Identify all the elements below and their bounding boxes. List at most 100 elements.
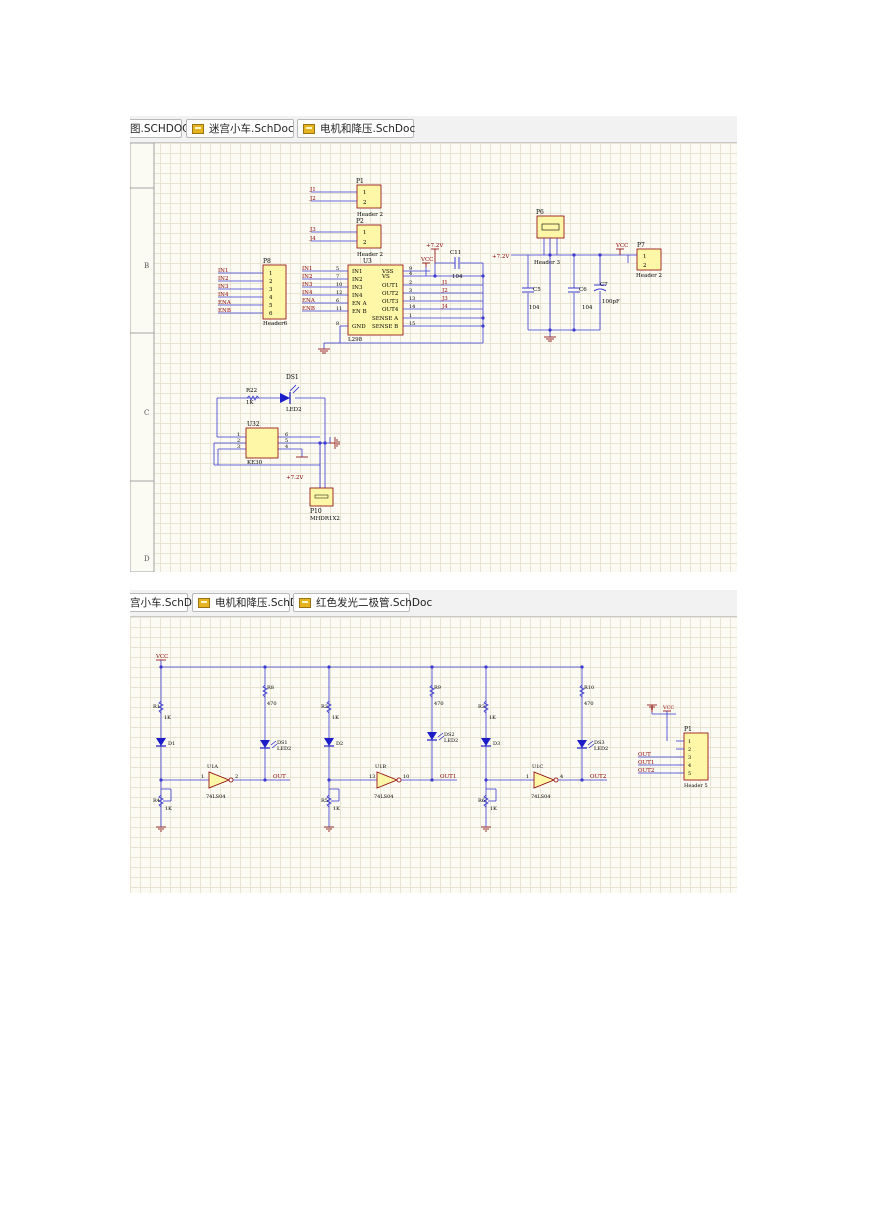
power-port-vcc: VCC <box>615 243 628 255</box>
capacitor-c6[interactable]: C6 104 <box>568 287 593 311</box>
part-ref: R9 <box>434 685 441 691</box>
power-label: VCC <box>155 654 168 660</box>
part-name: Header 2 <box>636 273 662 279</box>
ir-diode[interactable] <box>156 738 166 746</box>
inverter-gate[interactable] <box>208 771 231 789</box>
pin-number: 4 <box>688 763 691 769</box>
document-tab-bar: 图.SCHDOC 迷宫小车.SchDoc 电机和降压.SchDoc <box>130 116 737 143</box>
net-label: IN1 <box>302 266 312 272</box>
connector-p1[interactable]: P1 1 2 J1 J2 Header 2 <box>309 178 383 218</box>
net-label: IN4 <box>302 290 313 296</box>
pin-number: 2 <box>269 279 273 285</box>
capacitor-c11[interactable]: C11 104 <box>450 250 463 280</box>
resistor-top[interactable] <box>158 700 164 714</box>
led-indicator[interactable] <box>260 740 270 748</box>
pin-number: 13 <box>409 296 415 302</box>
pin-number: 3 <box>409 288 412 294</box>
resistor-led[interactable] <box>429 684 435 698</box>
tab-schdoc-truncated[interactable]: 图.SCHDOC <box>130 119 189 138</box>
tab-label: 图.SCHDOC <box>130 123 190 135</box>
potentiometer[interactable] <box>326 794 332 808</box>
net-label: J3 <box>309 227 316 233</box>
pin-number: 8 <box>336 321 339 327</box>
potentiometer[interactable] <box>483 794 489 808</box>
connector-p2[interactable]: P2 1 2 J3 J4 Header 2 <box>309 218 383 258</box>
part-ref: R5 <box>321 798 328 804</box>
schdoc-file-icon <box>198 598 210 608</box>
part-ref: R8 <box>267 685 274 691</box>
pin-name: OUT1 <box>382 283 398 289</box>
tab-motor-regulator[interactable]: 电机和降压.SchDoc <box>192 593 310 612</box>
ir-diode[interactable] <box>324 738 334 746</box>
connector-p10[interactable]: P10 MHDR1X2 <box>309 487 340 522</box>
pin-number: 2 <box>643 263 647 269</box>
part-name: Header 2 <box>357 252 383 258</box>
part-name: LED2 <box>277 746 291 752</box>
tab-red-led[interactable]: 红色发光二极管.SchDoc <box>293 593 432 612</box>
pin-number: 9 <box>409 266 412 272</box>
pin-number: 1 <box>269 271 273 277</box>
connector-p6[interactable]: P6 Header 3 <box>534 209 565 266</box>
resistor-top[interactable] <box>483 700 489 714</box>
part-value: 104 <box>582 305 593 311</box>
pin-name: OUT3 <box>382 299 399 305</box>
pin-number: 3 <box>269 287 273 293</box>
resistor-led[interactable] <box>579 684 585 698</box>
ground-symbol <box>647 704 657 712</box>
part-ref: R10 <box>584 685 594 691</box>
pin-number: 4 <box>560 774 563 780</box>
net-label: IN3 <box>302 282 313 288</box>
part-ref: P7 <box>637 242 645 249</box>
led-ds1[interactable]: DS1 LED2 <box>280 374 302 413</box>
part-ref: P1 <box>356 178 364 185</box>
resistor-r22[interactable]: R22 1K <box>246 388 260 406</box>
schematic-sheet-top[interactable]: B C D P1 1 2 J1 J2 Header 2 P2 1 <box>130 143 737 572</box>
part-value: 470 <box>267 701 277 707</box>
pin-number: 1 <box>201 774 204 780</box>
capacitor-c5[interactable]: C5 104 <box>522 287 541 311</box>
pin-number: 4 <box>269 295 273 301</box>
net-label: OUT2 <box>638 768 654 774</box>
part-ref: D3 <box>493 741 500 747</box>
pin-number: 3 <box>237 444 240 450</box>
connector-p7[interactable]: P7 1 2 Header 2 <box>628 242 662 279</box>
pin-number: 14 <box>409 304 415 310</box>
pin-number: 11 <box>336 306 342 312</box>
pin-name: SENSE B <box>372 324 398 330</box>
part-ref: U32 <box>247 421 260 428</box>
junctions <box>433 274 485 328</box>
pin-name: GND <box>352 324 366 330</box>
resistor-top[interactable] <box>326 700 332 714</box>
pin-number: 2 <box>237 438 240 444</box>
tab-maze-car-truncated[interactable]: 宫小车.SchDoc <box>130 593 204 612</box>
led-indicator[interactable] <box>427 732 437 740</box>
capacitor-c7[interactable]: C7 100pF <box>593 282 620 305</box>
tab-maze-car[interactable]: 迷宫小车.SchDoc <box>186 119 294 138</box>
part-name: Header 5 <box>684 783 708 789</box>
pin-number: 1 <box>643 254 647 260</box>
power-port-72v-sensor: +7.2V <box>286 456 308 481</box>
pin-name: IN2 <box>352 277 362 283</box>
resistor-led[interactable] <box>262 684 268 698</box>
inverter-gate[interactable] <box>376 771 399 789</box>
potentiometer[interactable] <box>158 794 164 808</box>
pin-number: 1 <box>526 774 529 780</box>
inverter-gate[interactable] <box>533 771 556 789</box>
part-name: MHDR1X2 <box>310 516 340 522</box>
tab-motor-regulator[interactable]: 电机和降压.SchDoc <box>297 119 415 138</box>
part-ref: C6 <box>579 287 587 293</box>
ground-symbol <box>544 336 556 342</box>
net-label: ENA <box>302 298 316 304</box>
led-indicator[interactable] <box>577 740 587 748</box>
part-ref: R3 <box>478 704 485 710</box>
pin-number: 1 <box>688 739 691 745</box>
part-ref: R6 <box>478 798 485 804</box>
ir-diode[interactable] <box>481 738 491 746</box>
sensor-u32[interactable]: U32 1 2 3 6 5 4 KE30 <box>237 421 288 466</box>
